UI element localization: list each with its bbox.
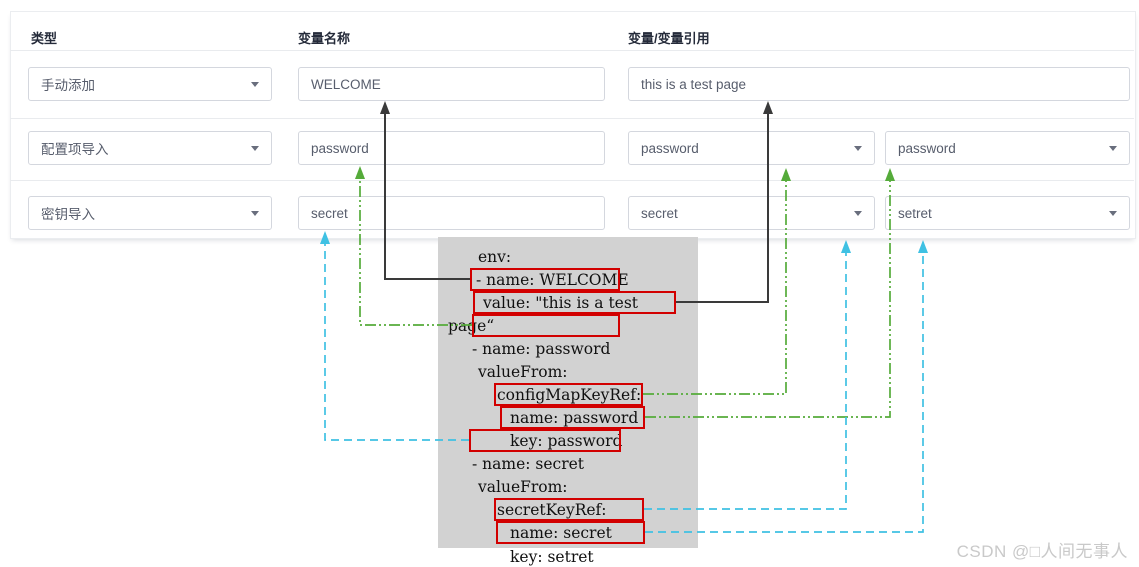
name-input-row3-value: secret bbox=[311, 205, 348, 221]
type-select-row2-value: 配置项导入 bbox=[41, 142, 109, 157]
key-select-row2[interactable]: password bbox=[885, 131, 1130, 165]
highlight-box-key-password bbox=[469, 429, 621, 452]
separator bbox=[10, 50, 1134, 51]
highlight-box-page bbox=[472, 314, 620, 337]
key-select-row2-value: password bbox=[898, 140, 956, 156]
value-input-row1-value: this is a test page bbox=[641, 76, 747, 92]
arrowhead bbox=[841, 240, 851, 253]
code-line: valueFrom: bbox=[478, 478, 568, 496]
code-line: secretKeyRef: bbox=[497, 501, 607, 519]
chevron-down-icon bbox=[1109, 146, 1117, 151]
highlight-box-name-password bbox=[500, 406, 645, 429]
code-line: key: password bbox=[510, 432, 623, 450]
name-input-row1[interactable]: WELCOME bbox=[298, 67, 605, 101]
code-line: configMapKeyRef: bbox=[497, 386, 642, 404]
source-select-row3[interactable]: secret bbox=[628, 196, 875, 230]
separator bbox=[10, 118, 1134, 119]
key-select-row3-value: setret bbox=[898, 205, 932, 221]
name-input-row1-value: WELCOME bbox=[311, 76, 381, 92]
code-line: - name: secret bbox=[472, 455, 585, 473]
name-input-row3[interactable]: secret bbox=[298, 196, 605, 230]
name-input-row2[interactable]: password bbox=[298, 131, 605, 165]
key-select-row3[interactable]: setret bbox=[885, 196, 1130, 230]
code-line: name: password bbox=[510, 409, 639, 427]
column-header-name: 变量名称 bbox=[298, 31, 351, 46]
column-header-type: 类型 bbox=[31, 31, 58, 46]
code-line: valueFrom: bbox=[478, 363, 568, 381]
chevron-down-icon bbox=[251, 211, 259, 216]
type-select-row1[interactable]: 手动添加 bbox=[28, 67, 272, 101]
highlight-box-configmapkeyref bbox=[494, 383, 643, 406]
value-input-row1[interactable]: this is a test page bbox=[628, 67, 1130, 101]
type-select-row1-value: 手动添加 bbox=[41, 78, 95, 93]
code-line: - name: password bbox=[472, 340, 611, 358]
name-input-row2-value: password bbox=[311, 140, 369, 156]
source-select-row2-value: password bbox=[641, 140, 699, 156]
arrowhead bbox=[918, 240, 928, 253]
chevron-down-icon bbox=[854, 211, 862, 216]
chevron-down-icon bbox=[251, 146, 259, 151]
highlight-box-name-secret bbox=[496, 521, 645, 544]
type-select-row2[interactable]: 配置项导入 bbox=[28, 131, 272, 165]
source-select-row3-value: secret bbox=[641, 205, 678, 221]
separator bbox=[10, 180, 1134, 181]
code-line: env: bbox=[478, 248, 512, 266]
code-line: value: "this is a test bbox=[483, 294, 639, 312]
chevron-down-icon bbox=[854, 146, 862, 151]
highlight-box-value bbox=[473, 291, 676, 314]
type-select-row3[interactable]: 密钥导入 bbox=[28, 196, 272, 230]
chevron-down-icon bbox=[251, 82, 259, 87]
csdn-watermark: CSDN @□人间无事人 bbox=[956, 542, 1128, 561]
code-line: key: setret bbox=[510, 548, 594, 566]
column-header-ref: 变量/变量引用 bbox=[628, 31, 710, 46]
highlight-box-secretkeyref bbox=[494, 498, 644, 521]
type-select-row3-value: 密钥导入 bbox=[41, 207, 95, 222]
code-line: name: secret bbox=[510, 524, 612, 542]
source-select-row2[interactable]: password bbox=[628, 131, 875, 165]
chevron-down-icon bbox=[1109, 211, 1117, 216]
highlight-box-name-welcome bbox=[470, 268, 620, 291]
code-line: - name: WELCOME bbox=[476, 271, 629, 289]
